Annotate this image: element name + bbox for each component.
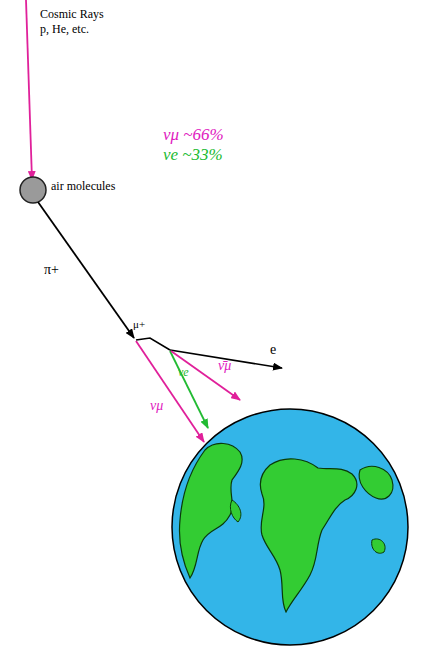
fraction-label: νμ ~66%: [163, 126, 224, 145]
source-label: Cosmic Rays: [40, 8, 104, 21]
nue-arrow: [170, 351, 208, 428]
earth: [172, 409, 408, 645]
pion-track: [38, 202, 134, 338]
fraction-label: νe ~33%: [163, 146, 223, 165]
particle-label: μ+: [133, 318, 145, 330]
particle-label: ν̄μ: [218, 358, 231, 373]
particle-label: π+: [44, 262, 59, 277]
part-label: air molecules: [51, 180, 115, 193]
particle-label: e: [270, 342, 276, 357]
numu-arrow: [136, 341, 204, 442]
particle-label: νμ: [150, 398, 163, 413]
cosmic-ray-arrow: [26, 0, 32, 180]
antinumu-arrow: [171, 351, 240, 400]
particle-label: νe: [178, 366, 189, 379]
air-molecule: [20, 177, 46, 203]
source-label: p, He, etc.: [40, 23, 89, 36]
